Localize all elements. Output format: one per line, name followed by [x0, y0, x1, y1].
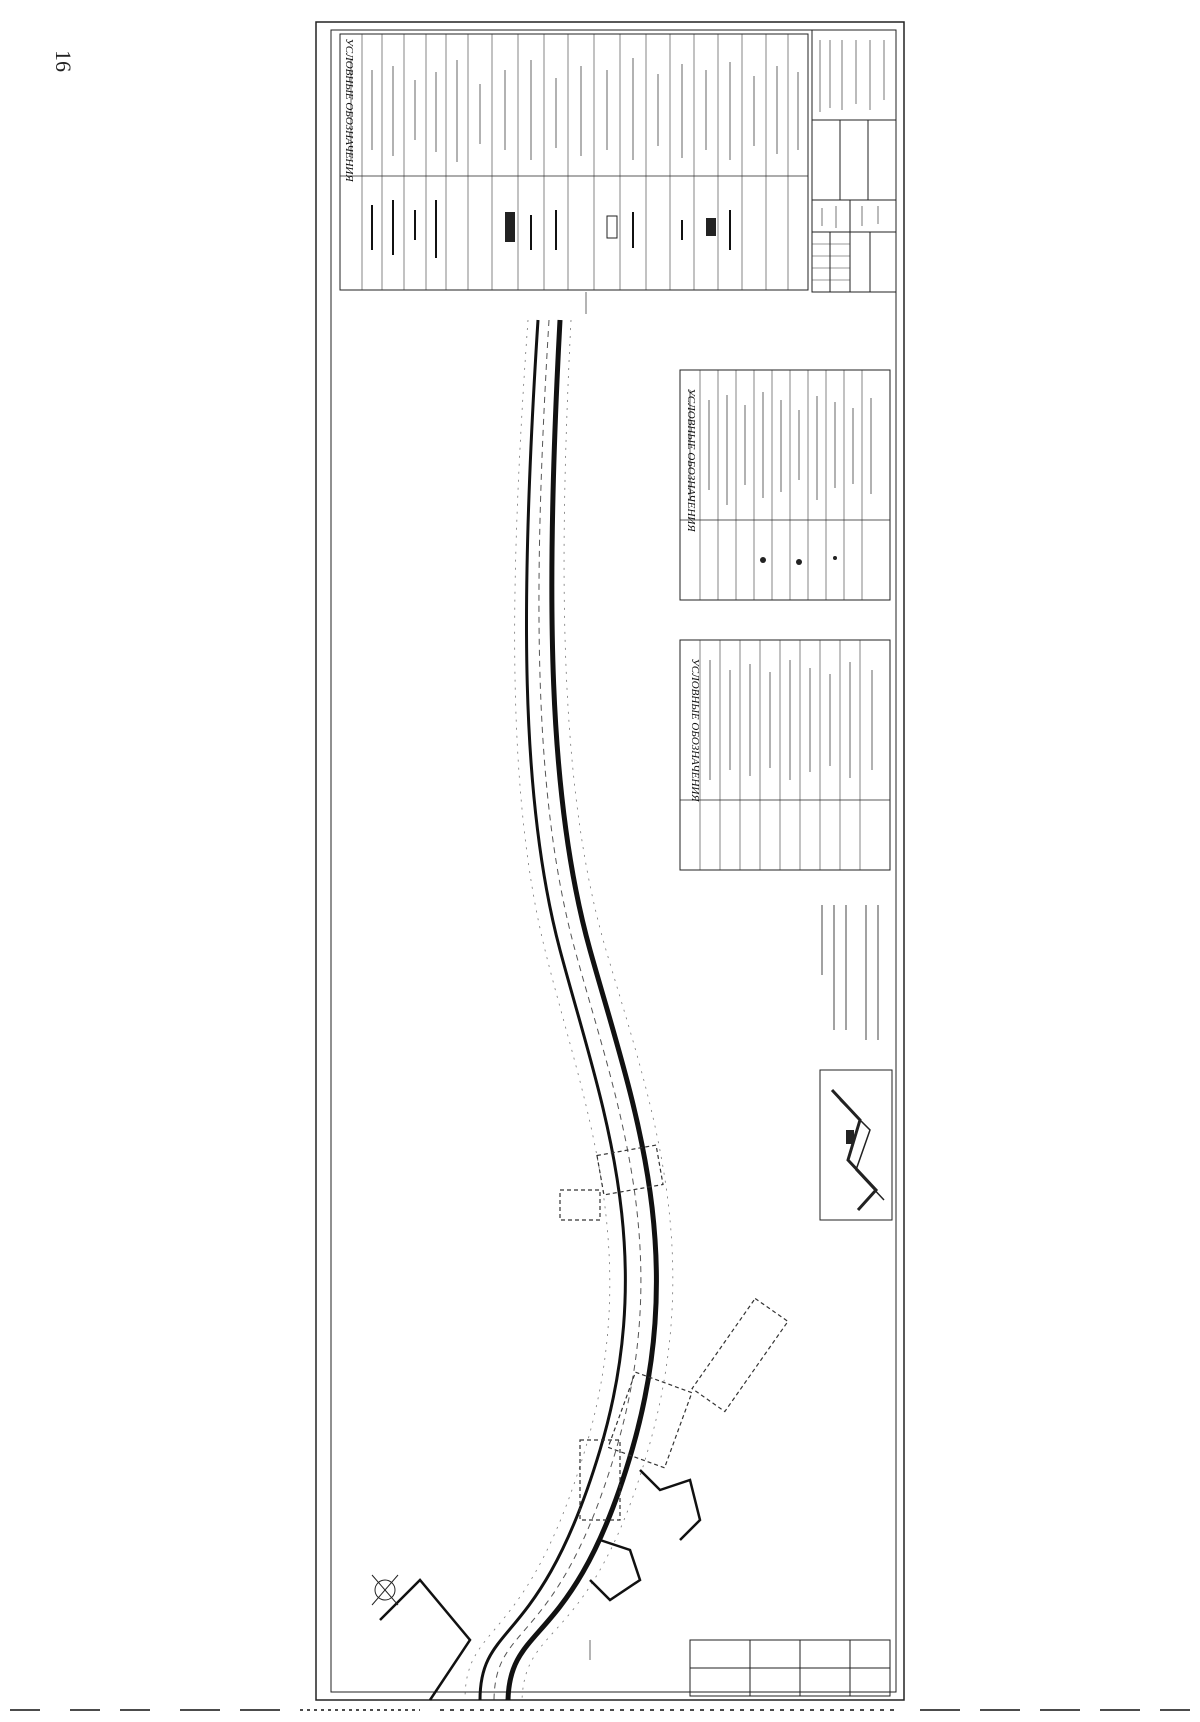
- title-block: [811, 29, 897, 293]
- legend-main-title: УСЛОВНЫЕ ОБОЗНАЧЕНИЯ: [343, 38, 355, 182]
- frame-labels: [585, 292, 591, 1660]
- notes-block: [821, 905, 879, 1040]
- legend-lower-title: УСЛОВНЫЕ ОБОЗНАЧЕНИЯ: [689, 658, 701, 802]
- legend-table-lower: УСЛОВНЫЕ ОБОЗНАЧЕНИЯ: [679, 639, 891, 871]
- building-footprints: [559, 1144, 789, 1521]
- legend-table-main: УСЛОВНЫЕ ОБОЗНАЧЕНИЯ: [339, 33, 809, 291]
- north-arrow-icon: [371, 1574, 399, 1606]
- sheet-inner-frame: [330, 29, 897, 1693]
- sheet-outer-frame: [315, 21, 905, 1701]
- building-outlines: [379, 1469, 702, 1701]
- key-plan-inset: [819, 1069, 893, 1221]
- road-corridor: [464, 319, 674, 1701]
- bottom-stamp-blocks: [689, 1639, 891, 1697]
- legend-table-center: [679, 369, 891, 601]
- legend-center-title: УСЛОВНЫЕ ОБОЗНАЧЕНИЯ: [685, 388, 697, 532]
